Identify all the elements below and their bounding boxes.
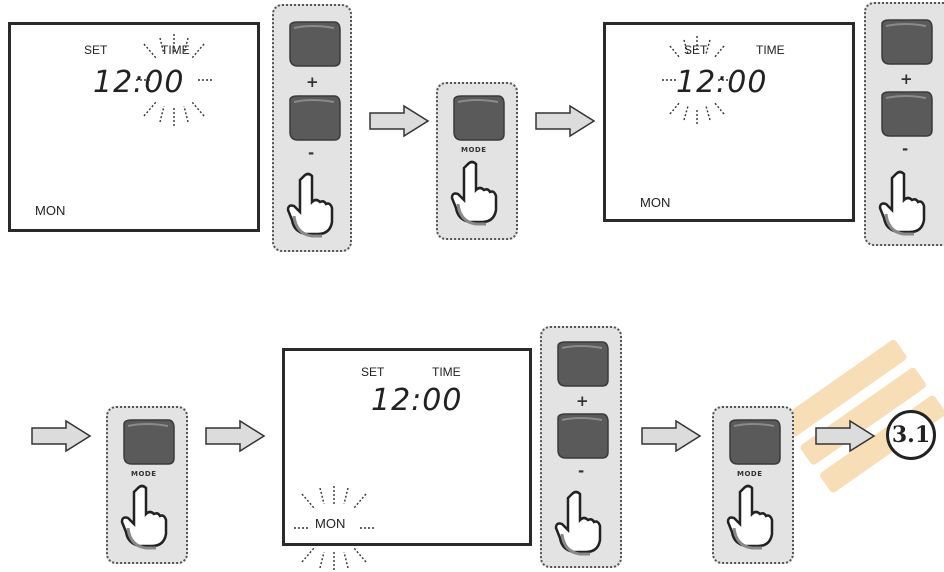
- flashing-burst-icon: [662, 36, 732, 124]
- mode-label: MODE: [131, 470, 157, 478]
- flashing-burst-icon: [136, 34, 212, 126]
- plus-button[interactable]: [552, 340, 610, 388]
- time-label: TIME: [432, 365, 461, 379]
- set-label: SET: [361, 365, 385, 379]
- right-arrow-icon: [641, 419, 702, 453]
- flashing-burst-icon: [294, 486, 374, 570]
- pointing-hand-icon: [878, 170, 926, 236]
- step-reference-badge[interactable]: 3.1: [886, 410, 936, 460]
- right-arrow-icon: [31, 419, 92, 453]
- day-label: MON: [35, 203, 66, 218]
- display-screen-1: SET TIME 12:00 MON: [8, 22, 260, 232]
- plus-button[interactable]: [284, 20, 342, 68]
- plus-label: +: [900, 70, 913, 88]
- display-screen-2: SET TIME 12:00 MON: [603, 22, 855, 222]
- mode-button[interactable]: [118, 418, 176, 466]
- clock-digits: 12:00: [676, 65, 768, 100]
- pointing-hand-icon: [726, 484, 774, 550]
- right-arrow-icon: [369, 104, 430, 138]
- clock-digits: 12:00: [93, 65, 185, 100]
- time-label: TIME: [161, 43, 190, 57]
- pointing-hand-icon: [120, 484, 168, 550]
- right-arrow-icon: [535, 104, 596, 138]
- plus-label: +: [306, 73, 319, 91]
- right-arrow-icon: [205, 419, 266, 453]
- mode-label: MODE: [737, 470, 763, 478]
- minus-label: -: [902, 140, 909, 158]
- plus-label: +: [576, 392, 589, 410]
- step-reference-label: 3.1: [891, 422, 931, 448]
- minus-button[interactable]: [284, 94, 342, 142]
- minus-button[interactable]: [552, 412, 610, 460]
- right-arrow-icon: [815, 419, 876, 453]
- mode-label: MODE: [461, 146, 487, 154]
- mode-button[interactable]: [724, 418, 782, 466]
- minus-label: -: [578, 462, 585, 480]
- set-label: SET: [684, 43, 708, 57]
- minus-button[interactable]: [876, 90, 934, 138]
- pointing-hand-icon: [286, 172, 334, 238]
- day-label: MON: [640, 195, 671, 210]
- day-label: MON: [315, 516, 346, 531]
- pointing-hand-icon: [554, 490, 602, 556]
- display-screen-3: SET TIME 12:00 MON: [282, 348, 532, 546]
- plus-button[interactable]: [876, 18, 934, 66]
- mode-button[interactable]: [448, 94, 506, 142]
- clock-digits: 12:00: [371, 383, 463, 418]
- set-label: SET: [84, 43, 108, 57]
- minus-label: -: [308, 144, 315, 162]
- pointing-hand-icon: [450, 160, 498, 226]
- time-label: TIME: [756, 43, 785, 57]
